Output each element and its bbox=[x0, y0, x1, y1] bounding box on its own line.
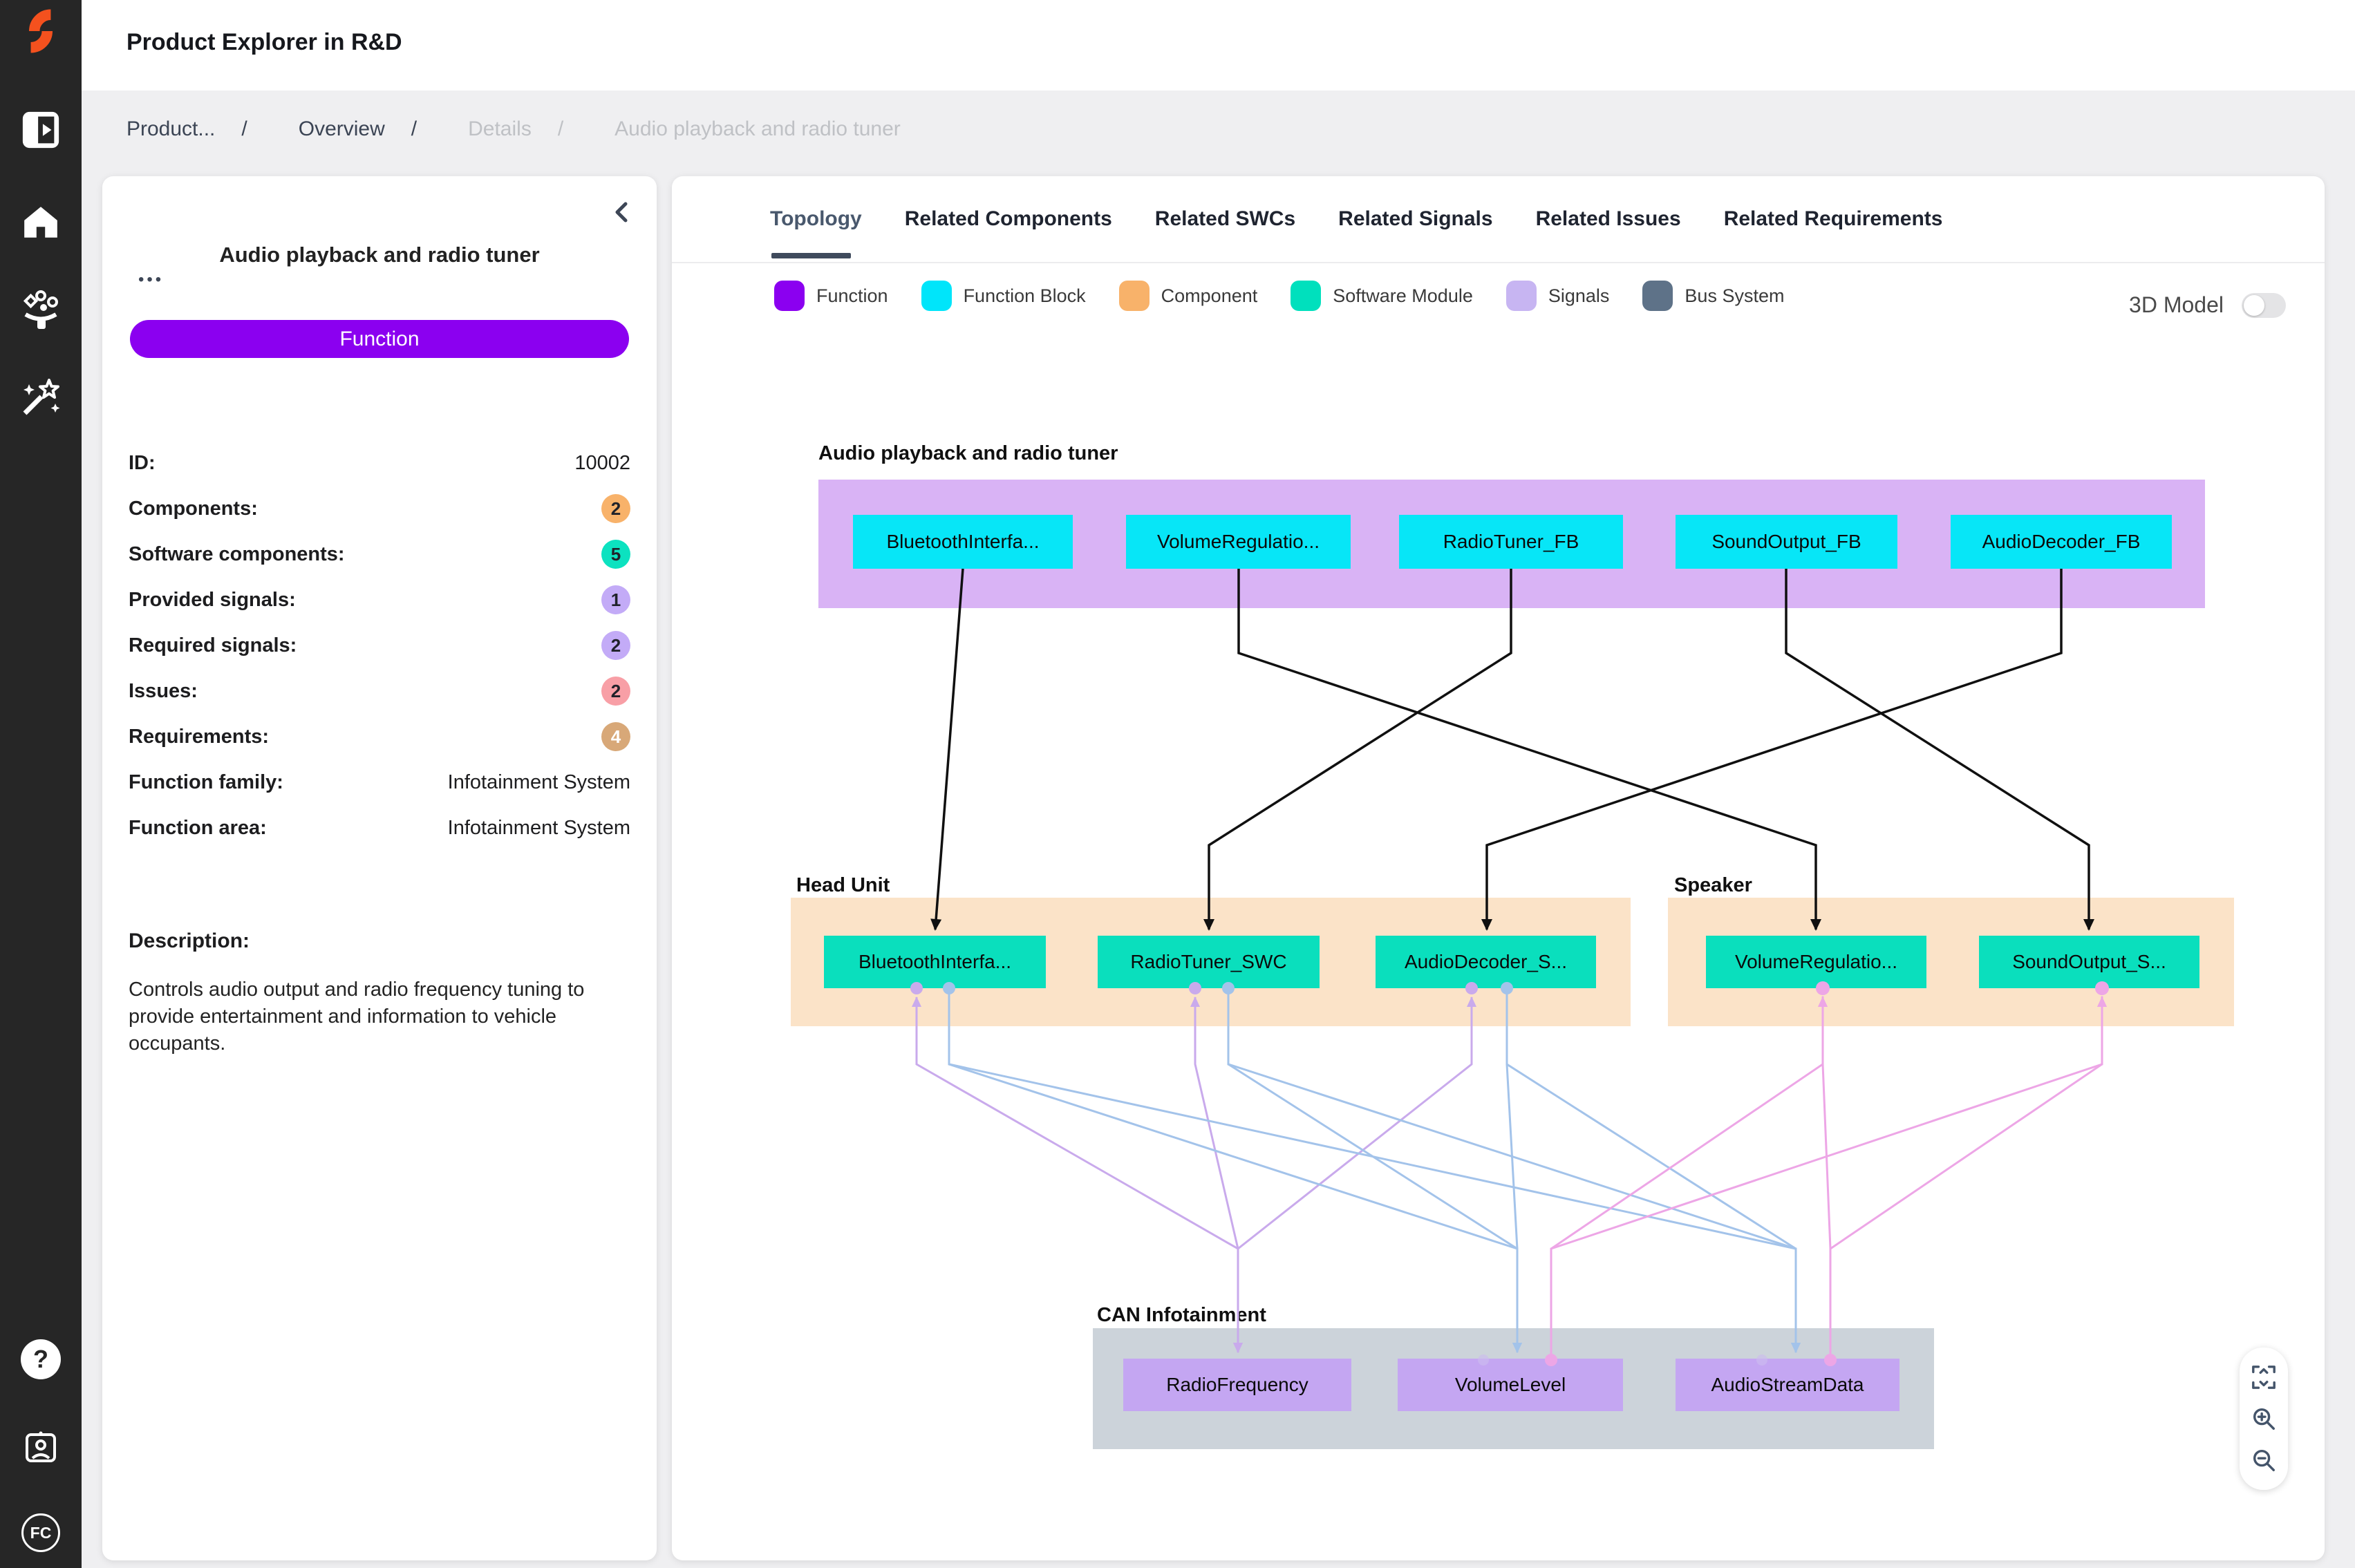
node-software-module[interactable]: BluetoothInterfa... bbox=[824, 936, 1046, 988]
zoom-out-icon[interactable] bbox=[2251, 1447, 2277, 1473]
collapse-panel-icon[interactable] bbox=[610, 200, 635, 228]
entity-title: Audio playback and radio tuner bbox=[219, 243, 540, 267]
topology-canvas: Audio playback and radio tuner Head Unit… bbox=[672, 176, 2325, 1560]
toggle-3d-switch[interactable] bbox=[2242, 292, 2286, 318]
group-label-function: Audio playback and radio tuner bbox=[818, 442, 1118, 464]
components-count-badge[interactable]: 2 bbox=[601, 494, 630, 523]
legend-item-bus-system: Bus System bbox=[1642, 281, 1784, 311]
tab-related-swcs[interactable]: Related SWCs bbox=[1154, 207, 1296, 230]
node-software-module[interactable]: SoundOutput_S... bbox=[1979, 936, 2199, 988]
toggle-3d-label: 3D Model bbox=[2129, 292, 2224, 317]
breadcrumb-item-overview[interactable]: Overview / bbox=[298, 117, 417, 140]
attribute-row-id: ID: 10002 bbox=[129, 451, 630, 474]
software-components-count-badge[interactable]: 5 bbox=[601, 540, 630, 569]
node-function-block[interactable]: VolumeRegulatio... bbox=[1126, 515, 1351, 569]
legend-item-signals: Signals bbox=[1505, 281, 1609, 311]
magic-wand-icon[interactable] bbox=[0, 375, 82, 417]
breadcrumb-item-details[interactable]: Details / bbox=[468, 117, 564, 140]
tab-related-requirements[interactable]: Related Requirements bbox=[1723, 207, 1943, 230]
diagram-zoom-controls bbox=[2240, 1348, 2288, 1490]
tab-related-signals[interactable]: Related Signals bbox=[1338, 207, 1493, 230]
breadcrumb-separator: / bbox=[411, 117, 417, 140]
type-badge: Function bbox=[130, 320, 629, 358]
breadcrumb-separator: / bbox=[557, 117, 564, 140]
node-function-block[interactable]: RadioTuner_FB bbox=[1399, 515, 1623, 569]
signals-color-swatch bbox=[1505, 281, 1537, 311]
component-color-swatch bbox=[1118, 281, 1150, 311]
attribute-row-components: Components: 2 bbox=[129, 486, 630, 531]
attribute-row-function-family: Function family: Infotainment System bbox=[129, 771, 630, 793]
node-signal[interactable]: AudioStreamData bbox=[1676, 1359, 1899, 1411]
toggle-3d-model: 3D Model bbox=[2129, 292, 2286, 318]
main-panel: Topology Related Components Related SWCs… bbox=[672, 176, 2325, 1560]
attribute-list: ID: 10002 Components: 2 Software compone… bbox=[129, 440, 630, 851]
node-signal[interactable]: RadioFrequency bbox=[1123, 1359, 1351, 1411]
node-function-block[interactable]: BluetoothInterfa... bbox=[853, 515, 1073, 569]
legend: Function Function Block Component Softwa… bbox=[672, 280, 2325, 312]
toggle-knob bbox=[2244, 294, 2264, 316]
attribute-row-provided-signals: Provided signals: 1 bbox=[129, 577, 630, 623]
help-glyph: ? bbox=[33, 1345, 48, 1373]
software-module-color-swatch bbox=[1291, 281, 1322, 311]
description-label: Description: bbox=[129, 929, 250, 952]
description-text: Controls audio output and radio frequenc… bbox=[129, 979, 585, 1055]
detail-panel: Audio playback and radio tuner ••• Funct… bbox=[102, 176, 657, 1560]
top-header: Product Explorer in R&D bbox=[82, 0, 2355, 91]
more-menu-icon[interactable]: ••• bbox=[138, 270, 165, 289]
node-function-block[interactable]: SoundOutput_FB bbox=[1676, 515, 1897, 569]
legend-item-function-block: Function Block bbox=[921, 281, 1086, 311]
node-software-module[interactable]: RadioTuner_SWC bbox=[1098, 936, 1320, 988]
tab-related-components[interactable]: Related Components bbox=[904, 207, 1112, 230]
tab-bar: Topology Related Components Related SWCs… bbox=[672, 176, 2325, 263]
fit-view-icon[interactable] bbox=[2251, 1364, 2277, 1390]
breadcrumb-item-product[interactable]: Product... / bbox=[126, 117, 247, 140]
tab-related-issues[interactable]: Related Issues bbox=[1535, 207, 1681, 230]
node-software-module[interactable]: AudioDecoder_S... bbox=[1376, 936, 1596, 988]
function-color-swatch bbox=[774, 281, 805, 311]
function-block-color-swatch bbox=[921, 281, 952, 311]
breadcrumb-separator: / bbox=[241, 117, 247, 140]
breadcrumb: Product... / Overview / Details / Audio … bbox=[82, 91, 2355, 168]
home-icon[interactable] bbox=[0, 202, 82, 242]
node-function-block[interactable]: AudioDecoder_FB bbox=[1951, 515, 2172, 569]
node-software-module[interactable]: VolumeRegulatio... bbox=[1706, 936, 1926, 988]
attribute-row-function-area: Function area: Infotainment System bbox=[129, 816, 630, 839]
breadcrumb-item-current: Audio playback and radio tuner bbox=[614, 117, 901, 140]
user-avatar[interactable]: FC bbox=[0, 1513, 82, 1552]
provided-signals-count-badge[interactable]: 1 bbox=[601, 585, 630, 614]
tab-topology[interactable]: Topology bbox=[770, 176, 862, 262]
required-signals-count-badge[interactable]: 2 bbox=[601, 631, 630, 660]
page-title: Product Explorer in R&D bbox=[126, 29, 402, 55]
panel-toggle-icon[interactable] bbox=[0, 109, 82, 151]
node-signal[interactable]: VolumeLevel bbox=[1398, 1359, 1623, 1411]
help-icon[interactable]: ? bbox=[0, 1339, 82, 1379]
avatar-initials: FC bbox=[30, 1523, 52, 1542]
juggle-icon[interactable] bbox=[0, 289, 82, 332]
group-label-can-infotainment: CAN Infotainment bbox=[1097, 1304, 1266, 1326]
bus-system-color-swatch bbox=[1642, 281, 1673, 311]
legend-item-software-module: Software Module bbox=[1291, 281, 1473, 311]
legend-item-function: Function bbox=[774, 281, 888, 311]
contact-badge-icon[interactable] bbox=[0, 1426, 82, 1466]
attribute-row-issues: Issues: 2 bbox=[129, 668, 630, 714]
sidebar: ? FC bbox=[0, 0, 82, 1568]
zoom-in-icon[interactable] bbox=[2251, 1406, 2277, 1432]
legend-item-component: Component bbox=[1118, 281, 1257, 311]
group-label-head-unit: Head Unit bbox=[796, 874, 890, 896]
port-dots bbox=[910, 981, 2109, 1366]
requirements-count-badge[interactable]: 4 bbox=[601, 722, 630, 751]
attribute-row-software-components: Software components: 5 bbox=[129, 531, 630, 577]
issues-count-badge[interactable]: 2 bbox=[601, 677, 630, 706]
group-label-speaker: Speaker bbox=[1674, 874, 1752, 896]
attribute-row-requirements: Requirements: 4 bbox=[129, 714, 630, 759]
attribute-row-required-signals: Required signals: 2 bbox=[129, 623, 630, 668]
app-logo-icon[interactable] bbox=[0, 8, 82, 54]
